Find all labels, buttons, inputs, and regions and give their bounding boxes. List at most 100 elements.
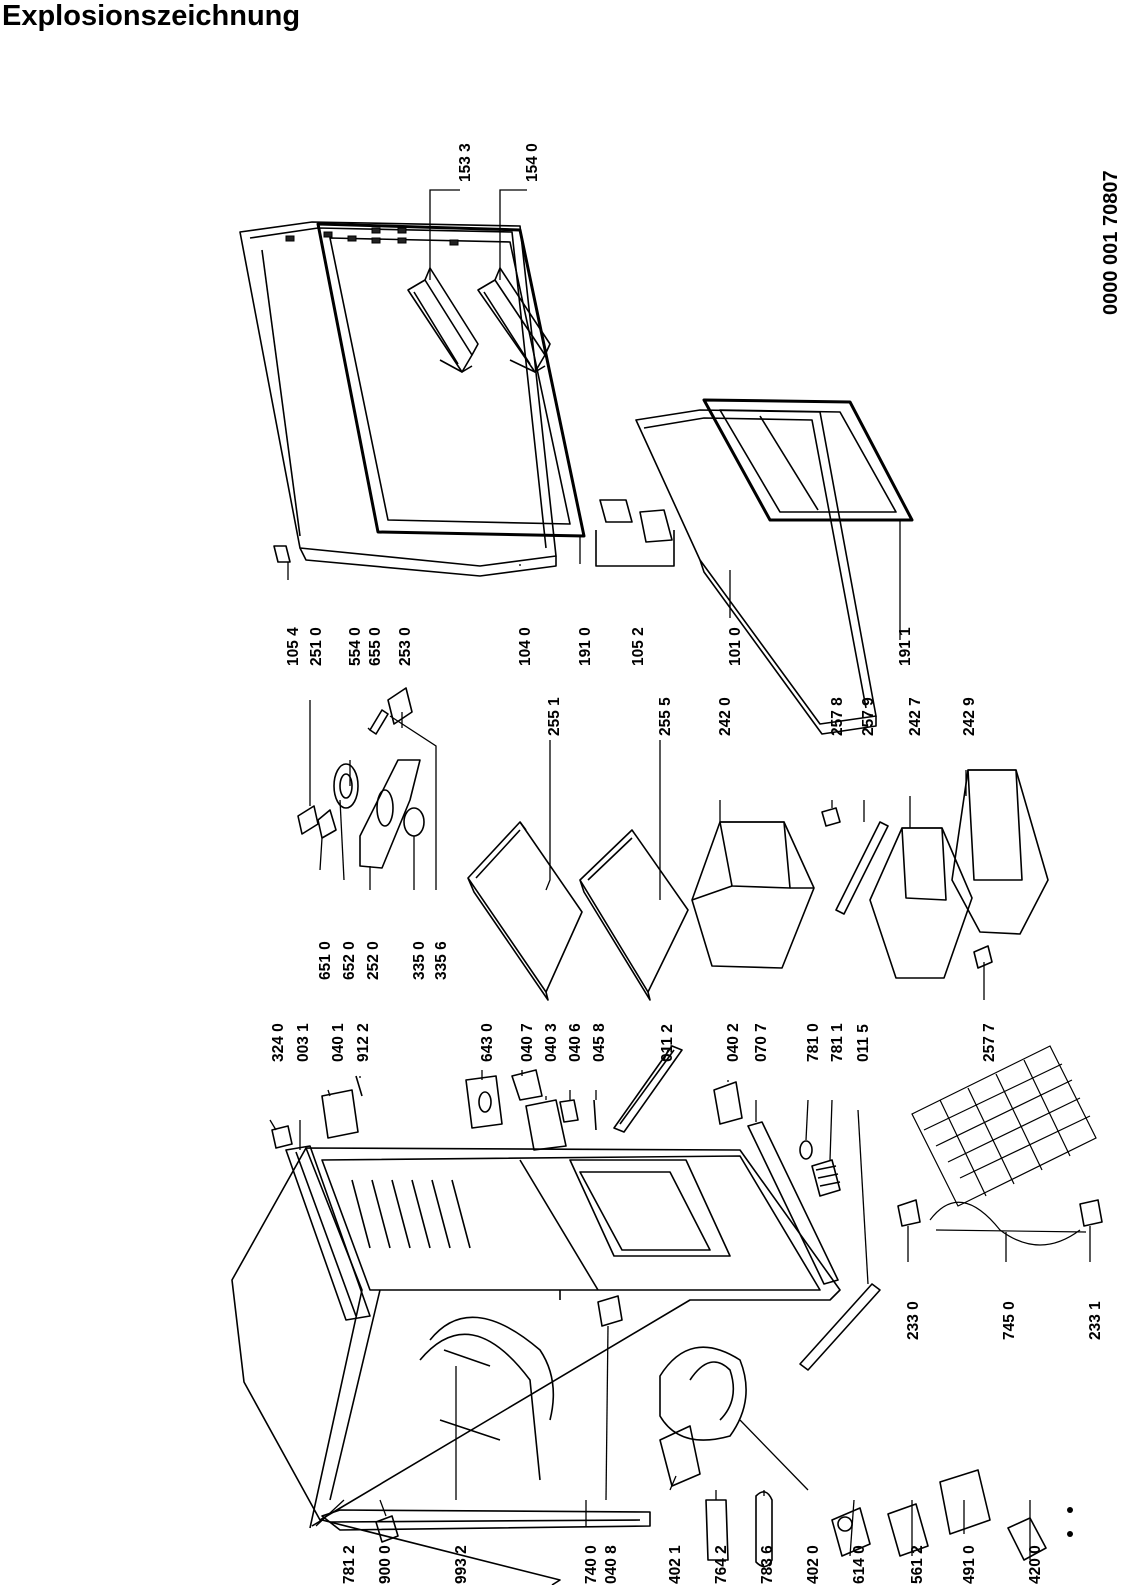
cabinet-body — [231, 1147, 841, 1529]
pin-0458 — [593, 1099, 597, 1131]
knob-3350 — [403, 807, 425, 837]
part-label-p2420: 242 0 — [717, 697, 734, 736]
drawer-2427 — [869, 827, 973, 979]
hinge-0406 — [559, 1099, 579, 1123]
rail-0112 — [613, 1045, 683, 1133]
glass-shelf-2555 — [579, 829, 689, 1001]
part-label-p1910: 191 0 — [577, 627, 594, 666]
part-label-p2579: 257 9 — [860, 697, 877, 736]
door-bin-1533 — [407, 267, 479, 373]
page-title: Explosionszeichnung — [2, 0, 301, 32]
screw-9122 — [355, 1075, 363, 1097]
clip-9000 — [375, 1515, 399, 1543]
hinge-3240 — [271, 1125, 293, 1149]
frame-strip-0031 — [285, 1145, 371, 1321]
capacitor-4200 — [1007, 1517, 1047, 1561]
lamp-6510 — [317, 809, 337, 839]
part-label-p7450: 745 0 — [1001, 1301, 1018, 1340]
part-label-p1010: 101 0 — [727, 627, 744, 666]
part-label-p7811: 781 1 — [829, 1023, 846, 1062]
part-label-p3356: 335 6 — [433, 941, 450, 980]
part-label-p3350: 335 0 — [411, 941, 428, 980]
part-label-p7812: 781 2 — [341, 1545, 358, 1584]
part-label-p3240: 324 0 — [270, 1023, 287, 1062]
part-label-p4020: 402 0 — [805, 1545, 822, 1584]
hinge-set-1052 — [595, 499, 675, 567]
part-label-p6510: 651 0 — [317, 941, 334, 980]
part-label-p1540: 154 0 — [524, 143, 541, 182]
part-label-p2578: 257 8 — [829, 697, 846, 736]
starter-5612 — [887, 1503, 929, 1557]
strip-0707 — [747, 1121, 839, 1285]
part-label-p7642: 764 2 — [713, 1545, 730, 1584]
part-label-p0407: 040 7 — [519, 1023, 536, 1062]
fixing-2330 — [897, 1199, 921, 1227]
part-label-p9000: 900 0 — [377, 1545, 394, 1584]
bracket-6430 — [465, 1075, 503, 1129]
drawer-2429 — [951, 769, 1049, 935]
strip-7812 — [311, 1519, 561, 1585]
cover-4910 — [939, 1469, 991, 1535]
door-lower-1010 — [635, 409, 877, 735]
condenser-7450 — [911, 1045, 1097, 1246]
part-label-p2577: 257 7 — [981, 1023, 998, 1062]
thermostat-housing-2520 — [359, 759, 421, 869]
part-label-p2510: 251 0 — [308, 627, 325, 666]
part-label-p1054: 105 4 — [285, 627, 302, 666]
bracket-2510 — [297, 805, 319, 835]
part-label-p4021: 402 1 — [667, 1545, 684, 1584]
part-label-p7836: 783 6 — [759, 1545, 776, 1584]
cap-7810 — [799, 1140, 813, 1160]
part-label-p9932: 993 2 — [453, 1545, 470, 1584]
part-label-p6520: 652 0 — [341, 941, 358, 980]
grille-7811 — [811, 1159, 841, 1197]
part-label-p2555: 255 5 — [657, 697, 674, 736]
fixing-2331 — [1079, 1199, 1103, 1227]
part-label-p0707: 070 7 — [753, 1023, 770, 1062]
part-label-p0458: 045 8 — [591, 1023, 608, 1062]
part-label-p4200: 420 0 — [1027, 1545, 1044, 1584]
part-label-p1911: 191 1 — [897, 627, 914, 666]
door-upper-1040 — [239, 221, 557, 577]
part-label-p0406: 040 6 — [567, 1023, 584, 1062]
part-label-p6430: 643 0 — [479, 1023, 496, 1062]
thermostat-knob-5540 — [333, 763, 359, 809]
clip-2577 — [973, 945, 993, 969]
cover-2530 — [387, 687, 413, 725]
freezer-drawer-2420 — [691, 821, 815, 969]
door-gasket-1910 — [285, 222, 586, 538]
dryer-7642 — [705, 1499, 729, 1561]
part-label-p0112: 011 2 — [659, 1024, 676, 1062]
part-label-p0408: 040 8 — [603, 1545, 620, 1584]
part-label-p0401: 040 1 — [330, 1023, 347, 1062]
leader-lines — [269, 189, 1091, 1560]
base-plate-7400 — [321, 1509, 651, 1531]
part-label-p7400: 740 0 — [583, 1545, 600, 1584]
part-label-p2429: 242 9 — [961, 697, 978, 736]
spring-6550 — [369, 709, 389, 735]
part-label-p0115: 011 5 — [855, 1024, 872, 1062]
part-label-p6140: 614 0 — [851, 1545, 868, 1584]
part-label-p5540: 554 0 — [347, 627, 364, 666]
part-label-p7810: 781 0 — [805, 1023, 822, 1062]
part-label-p0402: 040 2 — [725, 1023, 742, 1062]
rail-0115 — [799, 1283, 881, 1371]
part-label-p9122: 912 2 — [355, 1023, 372, 1062]
part-label-p1533: 153 3 — [457, 143, 474, 182]
part-label-p2520: 252 0 — [365, 941, 382, 980]
rail-2579 — [835, 821, 889, 915]
capillary-7836 — [755, 1491, 773, 1568]
hinge-0401 — [321, 1089, 359, 1139]
bracket-0408 — [597, 1295, 623, 1327]
hinge-0402 — [713, 1081, 743, 1125]
compressor-4020 — [659, 1346, 747, 1441]
starter-4021 — [659, 1425, 701, 1487]
hinge-part-1054 — [273, 545, 291, 563]
part-label-p2551: 255 1 — [546, 697, 563, 736]
part-label-p1052: 105 2 — [630, 627, 647, 666]
part-label-p0031: 003 1 — [295, 1023, 312, 1062]
dots — [1067, 1507, 1073, 1537]
part-label-p0403: 040 3 — [543, 1023, 560, 1062]
